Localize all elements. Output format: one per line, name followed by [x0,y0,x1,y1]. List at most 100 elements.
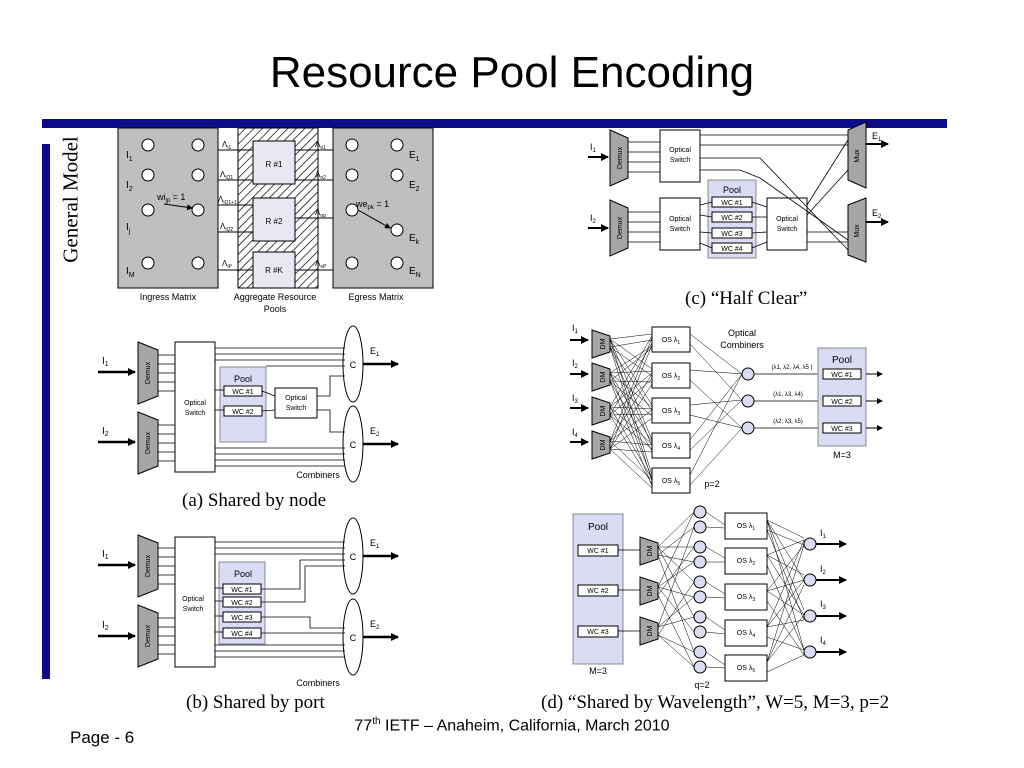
svg-text:ΛiQ1+1: ΛiQ1+1 [218,195,237,206]
svg-text:I4: I4 [572,427,579,439]
svg-text:Switch: Switch [670,226,691,233]
svg-text:I2: I2 [102,426,109,438]
svg-text:OS λ3: OS λ3 [662,408,681,417]
svg-text:Pool: Pool [723,185,741,195]
svg-text:I3: I3 [572,393,579,405]
svg-text:OS λ5: OS λ5 [737,665,756,674]
diagram-b-shared-by-port: I1 I2 Demux Demux Optical Switch Pool WC… [98,517,399,688]
svg-text:Pool: Pool [234,374,252,384]
svg-text:I1: I1 [572,323,579,335]
left-rule [42,144,50,679]
diagram-d-shared-by-wavelength: Pool WC #1 WC #2 WC #3 M=3 DM DM DM [572,505,847,690]
svg-text:WC #2: WC #2 [831,399,853,406]
svg-text:Optical: Optical [669,216,691,223]
diagram-c-half-clear: I1 I2 Demux Demux Optical Switch Optical… [588,121,889,263]
svg-text:I1: I1 [820,528,827,540]
svg-text:I2: I2 [102,620,109,632]
svg-text:WC #2: WC #2 [587,588,609,595]
svg-text:E1: E1 [409,150,420,163]
svg-text:Demux: Demux [145,431,152,454]
svg-text:ΛiP: ΛiP [222,259,232,270]
svg-text:WC #2: WC #2 [721,215,743,222]
svg-text:Optical: Optical [285,395,307,402]
svg-text:WC #2: WC #2 [231,600,253,607]
svg-text:Switch: Switch [286,405,307,412]
svg-text:wijp = 1: wijp = 1 [156,192,185,204]
caption-a: (a) Shared by node [182,490,327,511]
svg-text:E1: E1 [370,346,380,358]
svg-text:Pool: Pool [234,569,252,579]
svg-text:EN: EN [409,266,421,279]
svg-text:Mux: Mux [854,149,861,163]
svg-text:WC #3: WC #3 [831,426,853,433]
svg-text:Switch: Switch [183,606,204,613]
svg-text:WC #3: WC #3 [721,231,743,238]
svg-text:DM: DM [600,405,607,416]
svg-text:p=2: p=2 [704,479,719,489]
svg-text:WC #4: WC #4 [231,631,253,638]
svg-text:I2: I2 [126,180,133,193]
svg-text:Ij: Ij [126,222,131,235]
svg-text:C: C [350,633,357,643]
svg-text:ΛoP: ΛoP [315,259,327,270]
svg-text:C: C [350,440,357,450]
svg-text:WC #1: WC #1 [587,548,609,555]
svg-text:ΛiQ2: ΛiQ2 [220,222,233,233]
svg-text:I1: I1 [102,356,109,368]
caption-d: (d) “Shared by Wavelength”, W=5, M=3, p=… [541,692,890,713]
footer-text: 77th IETF – Anaheim, California, March 2… [354,716,670,735]
svg-text:ΛiQ1: ΛiQ1 [220,170,233,181]
svg-text:R #1: R #1 [266,160,283,169]
svg-text:Optical: Optical [728,328,756,338]
svg-text:OS λ1: OS λ1 [737,523,756,532]
svg-text:Demux: Demux [145,361,152,384]
svg-text:OS λ4: OS λ4 [737,630,756,639]
svg-text:IM: IM [126,266,135,279]
svg-text:OS λ1: OS λ1 [662,337,681,346]
svg-text:I1: I1 [590,142,597,154]
svg-text:WC #1: WC #1 [721,200,743,207]
svg-text:Λi1: Λi1 [222,140,231,151]
svg-text:I2: I2 [590,213,597,225]
svg-text:E1: E1 [370,538,380,550]
svg-text:E2: E2 [370,619,380,631]
diagram-a-shared-by-node: I1 I2 Demux Demux Optical Switch Pool WC… [98,325,399,483]
svg-text:I2: I2 [820,564,827,576]
svg-text:WC #1: WC #1 [231,587,253,594]
svg-text:Ek: Ek [409,233,420,246]
svg-text:R #2: R #2 [266,217,283,226]
svg-text:WC #2: WC #2 [232,409,254,416]
svg-text:(λ1, λ2, λ4, λ5 ): (λ1, λ2, λ4, λ5 ) [771,365,812,371]
svg-text:E1: E1 [872,131,882,143]
caption-c: (c) “Half Clear” [685,288,808,309]
svg-text:Pool: Pool [832,355,852,366]
svg-text:OS λ4: OS λ4 [662,443,681,452]
svg-text:WC #3: WC #3 [231,615,253,622]
resource-1 [252,140,296,185]
svg-text:I2: I2 [572,358,579,370]
svg-text:E2: E2 [370,426,380,438]
svg-text:Switch: Switch [670,157,691,164]
svg-text:Ingress Matrix: Ingress Matrix [140,292,197,302]
svg-text:Demux: Demux [617,216,624,239]
svg-text:Demux: Demux [145,624,152,647]
svg-text:Optical: Optical [182,596,204,603]
svg-text:I1: I1 [102,549,109,561]
caption-b: (b) Shared by port [186,692,325,713]
svg-text:E2: E2 [872,208,882,220]
page-number: Page - 6 [70,728,135,747]
svg-text:OS λ3: OS λ3 [737,594,756,603]
svg-text:Demux: Demux [145,554,152,577]
svg-text:R #K: R #K [265,266,283,275]
svg-text:Combiners: Combiners [296,678,340,688]
svg-text:C: C [350,552,357,562]
svg-text:M=3: M=3 [833,450,851,460]
svg-text:Combiners: Combiners [720,340,764,350]
svg-text:WC #1: WC #1 [232,389,254,396]
diagram-os-combiners: I1 I2 I3 I4 DM DM DM DM OS λ1 OS λ2 OS λ… [570,323,883,494]
svg-text:Λop: Λop [315,208,326,219]
svg-text:Mux: Mux [854,224,861,238]
svg-text:Demux: Demux [617,146,624,169]
svg-text:Pool: Pool [588,522,608,533]
svg-text:DM: DM [647,625,654,636]
